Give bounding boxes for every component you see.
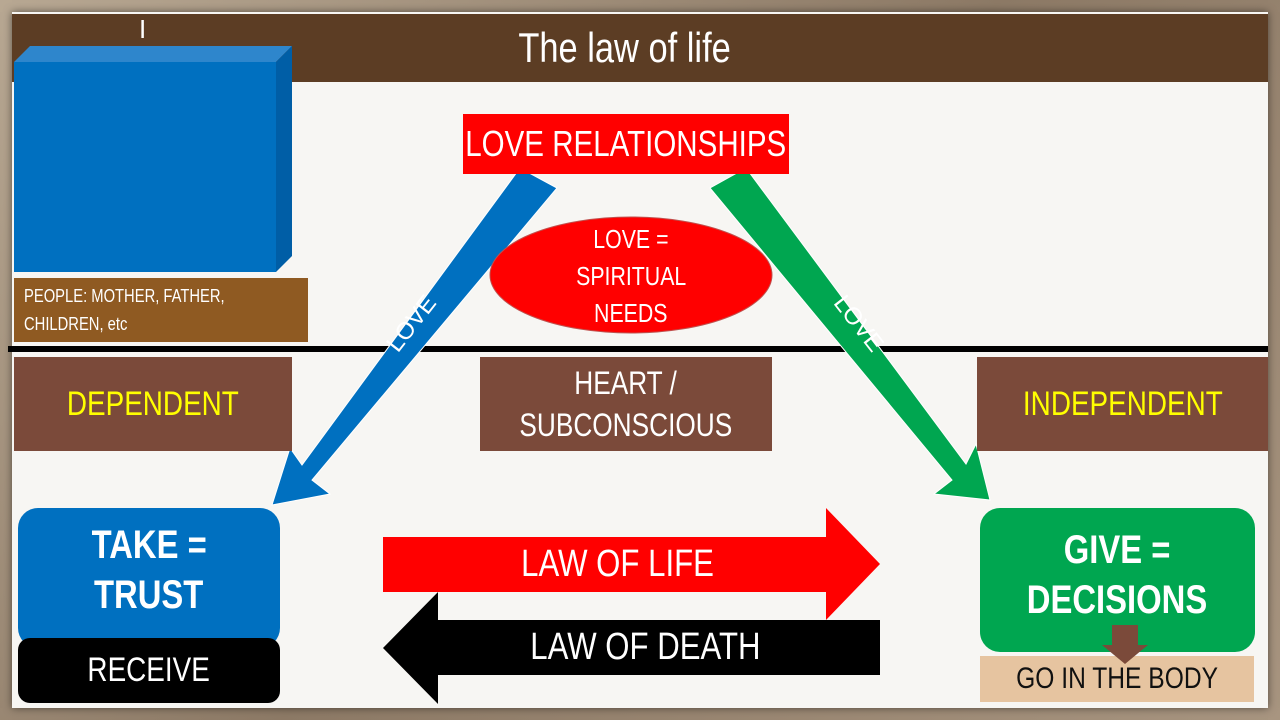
blue-love-arrow — [271, 167, 558, 506]
blue-box-side — [276, 46, 292, 272]
ellipse-line3: NEEDS — [594, 297, 668, 328]
ellipse-line1: LOVE = — [593, 223, 669, 254]
dependent-label: DEPENDENT — [67, 384, 239, 423]
people-label-box: PEOPLE: MOTHER, FATHER, CHILDREN, etc — [14, 278, 308, 342]
blue-box-front — [14, 62, 276, 272]
independent-box: INDEPENDENT — [977, 357, 1268, 451]
go-in-body-label: GO IN THE BODY — [1016, 662, 1218, 695]
divider-line — [8, 346, 1268, 352]
independent-label: INDEPENDENT — [1022, 384, 1223, 423]
give-line2: DECISIONS — [1027, 578, 1208, 622]
law-of-life-label: LAW OF LIFE — [383, 537, 853, 592]
go-in-body-box: GO IN THE BODY — [980, 656, 1254, 702]
spiritual-needs-ellipse — [489, 216, 773, 334]
heart-line1: HEART / — [574, 365, 678, 401]
ellipse-line2: SPIRITUAL — [575, 260, 687, 291]
law-of-life-text: LAW OF LIFE — [521, 543, 715, 585]
take-line2: TRUST — [94, 573, 204, 617]
blue-box-top — [14, 46, 292, 62]
people-label-line1: PEOPLE: MOTHER, FATHER, — [24, 286, 225, 306]
slide-title: The law of life — [518, 24, 732, 71]
give-decisions-box: GIVE = DECISIONS — [980, 508, 1255, 652]
green-love-arrow — [709, 167, 991, 501]
heart-line2: SUBCONSCIOUS — [519, 407, 733, 443]
heart-box: HEART / SUBCONSCIOUS — [480, 357, 772, 451]
law-of-death-text: LAW OF DEATH — [529, 626, 761, 668]
love-relationships-label: LOVE RELATIONSHIPS — [465, 123, 787, 164]
law-of-life-arrow — [383, 508, 880, 620]
give-line1: GIVE = — [1064, 528, 1171, 572]
receive-box: RECEIVE — [18, 638, 280, 703]
ellipse-text: LOVE = SPIRITUAL NEEDS — [490, 218, 772, 334]
law-of-death-arrow — [383, 592, 880, 704]
dependent-box: DEPENDENT — [14, 357, 292, 451]
take-line1: TAKE = — [91, 523, 207, 567]
people-label-line2: CHILDREN, etc — [24, 314, 128, 334]
law-of-death-label: LAW OF DEATH — [410, 620, 880, 675]
love-relationships-box: LOVE RELATIONSHIPS — [463, 114, 789, 174]
stray-mark: I — [139, 14, 147, 44]
take-trust-box: TAKE = TRUST — [18, 508, 280, 648]
receive-label: RECEIVE — [87, 651, 211, 689]
